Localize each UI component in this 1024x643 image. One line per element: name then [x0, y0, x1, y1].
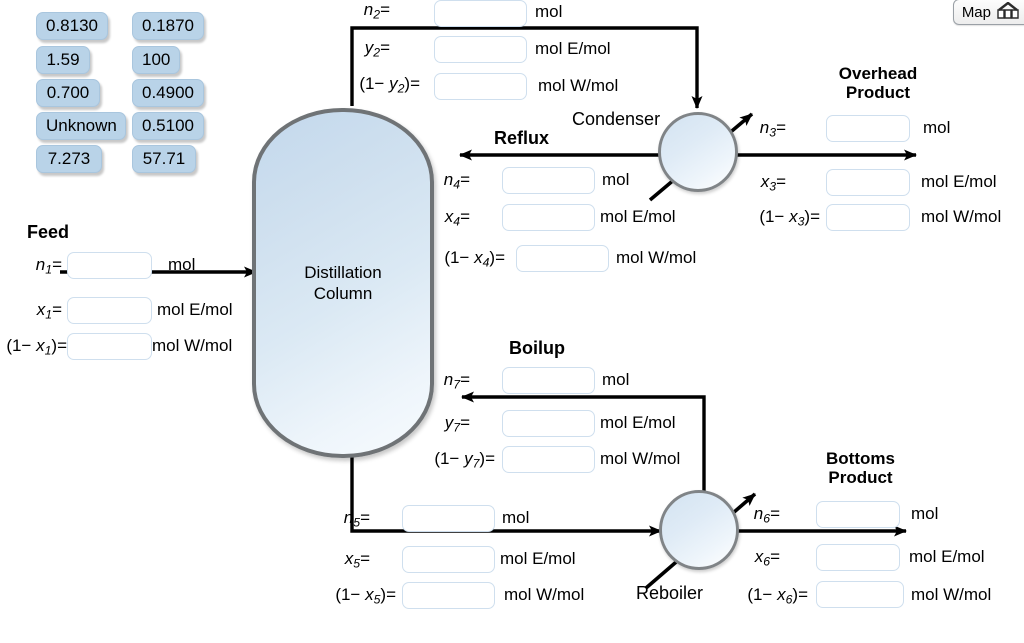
input-y2[interactable]	[434, 36, 527, 63]
value-tile-unknown[interactable]: Unknown	[36, 112, 126, 140]
input-1-minus-x3[interactable]	[826, 204, 910, 231]
unit-1-minus-x3: mol W/mol	[921, 207, 1002, 226]
label-n3: n3=	[759, 118, 786, 140]
unit-1-minus-x1: mol W/mol	[152, 336, 233, 355]
label-1-minus-x4: (1− x4)=	[444, 248, 505, 270]
unit-1-minus-x6: mol W/mol	[911, 585, 992, 604]
unit-n7: mol	[602, 370, 630, 389]
map-button-label: Map	[961, 3, 991, 21]
input-x1[interactable]	[67, 297, 152, 324]
value-tile-1-59[interactable]: 1.59	[36, 46, 90, 74]
map-button[interactable]: Map	[952, 0, 1024, 25]
input-y7[interactable]	[502, 410, 595, 437]
unit-x6: mol E/mol	[909, 547, 985, 566]
input-1-minus-x6[interactable]	[816, 581, 904, 608]
value-tile-0-4900[interactable]: 0.4900	[132, 79, 204, 107]
unit-n6: mol	[911, 504, 939, 523]
unit-y7: mol E/mol	[600, 413, 676, 432]
input-x6[interactable]	[816, 544, 900, 571]
label-1-minus-x5: (1− x5)=	[335, 585, 396, 607]
input-n1[interactable]	[67, 252, 152, 279]
unit-n2: mol	[535, 2, 563, 21]
input-x3[interactable]	[826, 169, 910, 196]
reboiler-label: Reboiler	[636, 583, 704, 603]
value-tile-0-700[interactable]: 0.700	[36, 79, 100, 107]
unit-y2: mol E/mol	[535, 39, 611, 58]
unit-n3: mol	[923, 118, 951, 137]
unit-x5: mol E/mol	[500, 549, 576, 568]
value-tile-0-8130[interactable]: 0.8130	[36, 12, 108, 40]
label-y7: y7=	[444, 413, 470, 435]
boilup-heading: Boilup	[509, 338, 565, 358]
distillation-column-vessel	[252, 108, 434, 458]
label-1-minus-y7: (1− y7)=	[434, 449, 495, 471]
label-n4: n4=	[443, 170, 470, 192]
value-tile-57-71[interactable]: 57.71	[132, 145, 196, 173]
overhead-product-heading: Overhead Product	[838, 64, 918, 102]
unit-n1: mol	[168, 255, 196, 274]
input-1-minus-y2[interactable]	[434, 73, 527, 100]
unit-1-minus-y2: mol W/mol	[538, 76, 619, 95]
reflux-heading: Reflux	[494, 128, 550, 148]
label-1-minus-x6: (1− x6)=	[747, 585, 808, 607]
label-n7: n7=	[443, 370, 470, 392]
unit-n4: mol	[602, 170, 630, 189]
input-n6[interactable]	[816, 501, 900, 528]
unit-n5: mol	[502, 508, 530, 527]
condenser-label: Condenser	[572, 109, 661, 129]
label-n5: n5=	[343, 508, 370, 530]
house-icon	[995, 1, 1023, 23]
bottoms-product-heading: Bottoms Product	[826, 449, 895, 487]
label-x6: x6=	[754, 547, 780, 569]
label-1-minus-x1: (1− x1)=	[6, 336, 67, 358]
unit-1-minus-y7: mol W/mol	[600, 449, 681, 468]
unit-x3: mol E/mol	[921, 172, 997, 191]
label-x4: x4=	[444, 207, 470, 229]
input-x5[interactable]	[402, 546, 495, 573]
unit-x1: mol E/mol	[157, 300, 233, 319]
value-tile-0-5100[interactable]: 0.5100	[132, 112, 204, 140]
input-n2[interactable]	[434, 0, 527, 27]
input-1-minus-x4[interactable]	[516, 245, 609, 272]
input-n4[interactable]	[502, 167, 595, 194]
value-tile-100[interactable]: 100	[132, 46, 180, 74]
unit-1-minus-x5: mol W/mol	[504, 585, 585, 604]
reboiler-unit	[659, 490, 739, 570]
input-n5[interactable]	[402, 505, 495, 532]
input-1-minus-x1[interactable]	[67, 333, 152, 360]
distillation-column-label: Distillation Column	[304, 263, 382, 303]
label-x1: x1=	[36, 300, 62, 322]
input-1-minus-y7[interactable]	[502, 446, 595, 473]
label-1-minus-y2: (1− y2)=	[359, 74, 420, 96]
value-tile-0-1870[interactable]: 0.1870	[132, 12, 204, 40]
label-1-minus-x3: (1− x3)=	[759, 207, 820, 229]
unit-x4: mol E/mol	[600, 207, 676, 226]
feed-heading: Feed	[27, 222, 70, 242]
condenser-unit	[658, 112, 738, 192]
input-n7[interactable]	[502, 367, 595, 394]
label-x3: x3=	[760, 172, 786, 194]
label-n1: n1=	[35, 255, 62, 277]
input-n3[interactable]	[826, 115, 910, 142]
label-n6: n6=	[753, 504, 780, 526]
input-x4[interactable]	[502, 204, 595, 231]
unit-1-minus-x4: mol W/mol	[616, 248, 697, 267]
label-n2: n2=	[363, 0, 390, 22]
input-1-minus-x5[interactable]	[402, 582, 495, 609]
value-tile-7-273[interactable]: 7.273	[36, 145, 102, 173]
label-x5: x5=	[344, 549, 370, 571]
label-y2: y2=	[364, 38, 390, 60]
